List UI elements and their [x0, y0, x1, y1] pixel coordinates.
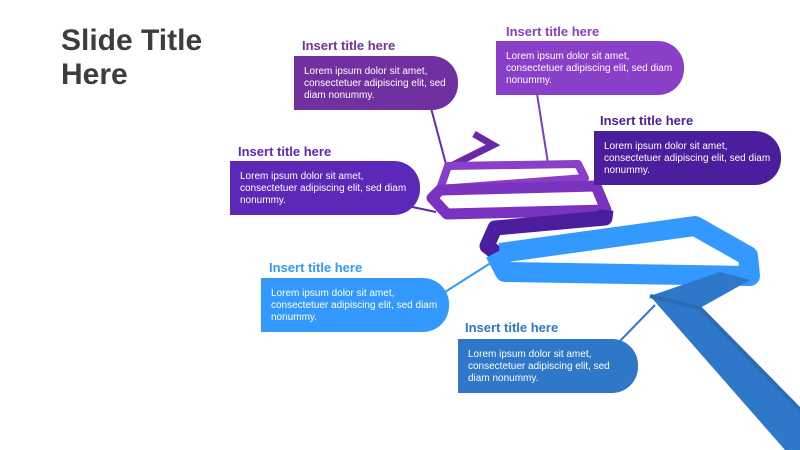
callout-6-box: Lorem ipsum dolor sit amet, consectetuer… — [458, 339, 638, 393]
connector-line — [430, 107, 448, 169]
callout-2-box: Lorem ipsum dolor sit amet, consectetuer… — [496, 41, 684, 95]
callout-6-body: Lorem ipsum dolor sit amet, consectetuer… — [468, 349, 610, 384]
callout-5-body: Lorem ipsum dolor sit amet, consectetuer… — [271, 288, 438, 323]
callout-5-box: Lorem ipsum dolor sit amet, consectetuer… — [261, 278, 449, 332]
callout-1-body: Lorem ipsum dolor sit amet, consectetuer… — [304, 66, 446, 101]
callout-4-title: Insert title here — [600, 113, 694, 128]
callout-2-title: Insert title here — [506, 24, 600, 39]
path-segment-far — [445, 130, 501, 172]
callout-6-title: Insert title here — [465, 320, 559, 335]
callout-3-body: Lorem ipsum dolor sit amet, consectetuer… — [240, 171, 407, 206]
callout-2-body: Lorem ipsum dolor sit amet, consectetuer… — [506, 51, 673, 86]
callout-3-title: Insert title here — [238, 144, 332, 159]
callout-3-box: Lorem ipsum dolor sit amet, consectetuer… — [230, 161, 420, 215]
callout-4-body: Lorem ipsum dolor sit amet, consectetuer… — [604, 141, 771, 176]
path-segment-5 — [486, 216, 760, 286]
connector-line — [619, 304, 656, 342]
path-segment-2 — [436, 160, 589, 193]
connector-line — [444, 258, 498, 293]
callout-1-title: Insert title here — [302, 38, 396, 53]
callout-1-box: Lorem ipsum dolor sit amet, consectetuer… — [294, 56, 458, 110]
path-segment-near — [650, 272, 800, 450]
path-segment-3 — [426, 180, 612, 220]
path-segment-4 — [479, 209, 614, 262]
callout-5-title: Insert title here — [269, 260, 363, 275]
slide-title: Slide Title Here — [61, 24, 203, 91]
path-segment-near-edge — [649, 294, 800, 413]
callout-4-box: Lorem ipsum dolor sit amet, consectetuer… — [594, 131, 781, 185]
connector-line — [536, 93, 549, 164]
